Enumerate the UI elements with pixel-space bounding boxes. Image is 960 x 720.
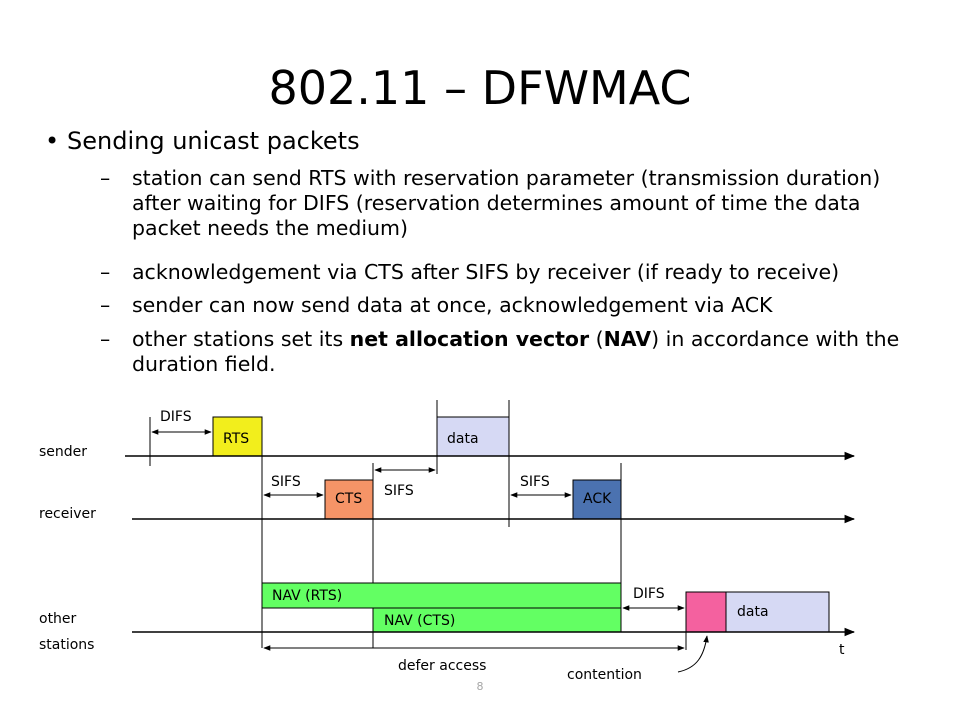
other-data-block [725,591,830,633]
sifs-label: SIFS [384,483,414,499]
text-run: ) in accordance with the duration field. [132,327,900,376]
main-bullet: •Sending unicast packets [45,125,360,157]
dash-marker: – [100,293,111,317]
nav-term: net allocation vector [349,327,590,351]
nav-cts-label: NAV (CTS) [384,613,455,629]
contention-block [685,591,727,633]
subpoint-text: other stations set its net allocation ve… [132,327,912,377]
nav-cts-bar [372,607,622,633]
dash-marker: – [100,327,111,351]
text-run: other stations set its [132,327,350,351]
cts-label: CTS [335,491,362,507]
dash-marker: – [100,260,111,284]
subpoint-3: – sender can now send data at once, ackn… [100,293,912,318]
other-data-label: data [737,604,769,620]
sender-data-label: data [447,431,479,447]
ack-label: ACK [583,491,612,507]
difs-label: DIFS [160,409,192,425]
nav-rts-label: NAV (RTS) [272,588,342,604]
dash-marker: – [100,166,111,190]
row-label-receiver: receiver [39,506,96,522]
difs-label: DIFS [633,586,665,602]
subpoint-1: – station can send RTS with reservation … [100,166,912,241]
nav-rts-bar [261,582,622,609]
nav-abbrev: NAV [603,327,652,351]
bullet-text: Sending unicast packets [67,127,360,155]
contention-arrow [677,635,709,673]
page-number: 8 [477,680,484,693]
subpoint-2: – acknowledgement via CTS after SIFS by … [100,260,912,285]
subpoint-4: – other stations set its net allocation … [100,327,912,377]
subpoint-text: sender can now send data at once, acknow… [132,293,773,317]
row-label-sender: sender [39,444,87,460]
text-run: ( [589,327,604,351]
cts-block [324,479,374,520]
rts-label: RTS [223,431,249,447]
subpoint-text: acknowledgement via CTS after SIFS by re… [132,260,840,284]
rts-block [212,416,263,457]
defer-access-label: defer access [398,658,486,674]
sender-data-block [436,416,510,457]
time-axis-label: t [839,642,845,658]
contention-label: contention [567,667,642,683]
sifs-label: SIFS [271,474,301,490]
bullet-marker: • [45,127,60,155]
row-label-other: other [39,611,77,627]
row-label-stations: stations [39,637,94,653]
sifs-label: SIFS [520,474,550,490]
subpoint-text: station can send RTS with reservation pa… [132,166,881,240]
ack-block [572,479,622,520]
slide-title: 802.11 – DFWMAC [268,61,692,115]
